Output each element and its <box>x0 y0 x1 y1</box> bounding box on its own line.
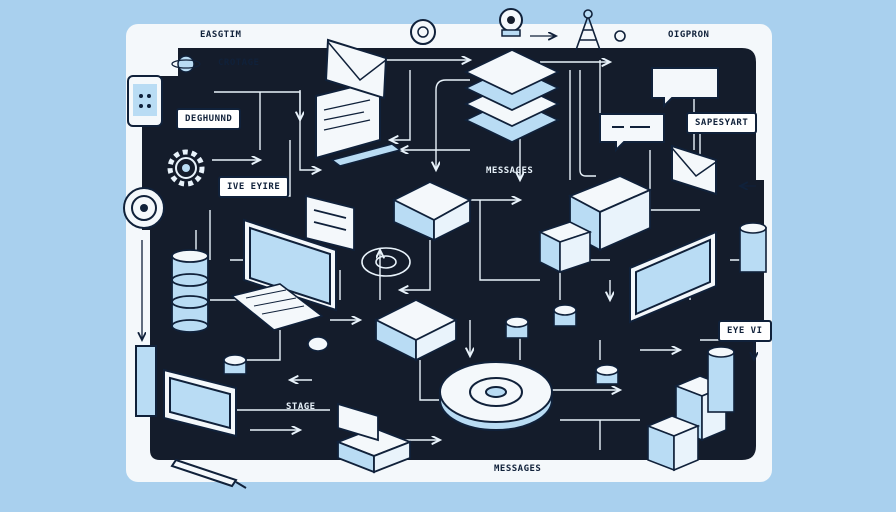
label-messages-center: MESSAGES <box>486 166 534 176</box>
connectors <box>196 60 750 450</box>
lower-box-icon <box>373 298 459 362</box>
terminal-icon <box>135 345 237 438</box>
label-eye-vi: EYE VI <box>718 320 772 342</box>
bulb-icon <box>614 30 626 42</box>
circular-target-icon <box>123 187 165 229</box>
gear-icon <box>499 8 523 37</box>
label-messages-bottom: MESSAGES <box>494 464 542 474</box>
right-stack-icon <box>645 346 735 472</box>
target-icon <box>410 19 436 45</box>
label-ive-eyire: IVE EYIRE <box>218 176 290 198</box>
mouse-icon <box>307 336 329 352</box>
right-envelope-icon <box>671 144 717 196</box>
board-gear-icon <box>167 149 205 187</box>
monitor-icon <box>315 78 402 167</box>
document-card-icon <box>305 194 355 252</box>
dark-board <box>142 48 764 460</box>
envelope-icon <box>324 38 388 100</box>
small-disk-icon <box>223 222 767 385</box>
pen-icon <box>170 458 247 489</box>
label-top-left: EASGTIM <box>200 30 242 40</box>
server-rack-icon <box>537 221 593 274</box>
chat-bubble-icon <box>599 67 719 153</box>
radio-tower-icon <box>575 9 601 51</box>
label-sapesyart: SAPESYART <box>686 112 758 134</box>
storage-box-icon <box>567 175 653 252</box>
right-monitor-icon <box>629 230 717 324</box>
stage-box-icon <box>335 402 413 474</box>
label-stage: STAGE <box>286 402 316 412</box>
database-icon <box>171 249 209 333</box>
label-top-right: OIGPRON <box>668 30 710 40</box>
keyboard-icon <box>230 283 324 331</box>
label-deghunnd: DEGHUNND <box>176 108 242 130</box>
phone-icon <box>127 75 163 127</box>
central-box-icon <box>391 181 473 242</box>
planet-icon <box>171 55 201 73</box>
server-stack-icon <box>463 49 561 143</box>
circular-hub-icon <box>439 361 553 431</box>
radar-icon <box>361 247 411 277</box>
label-crotage: CROTAGE <box>218 58 260 68</box>
